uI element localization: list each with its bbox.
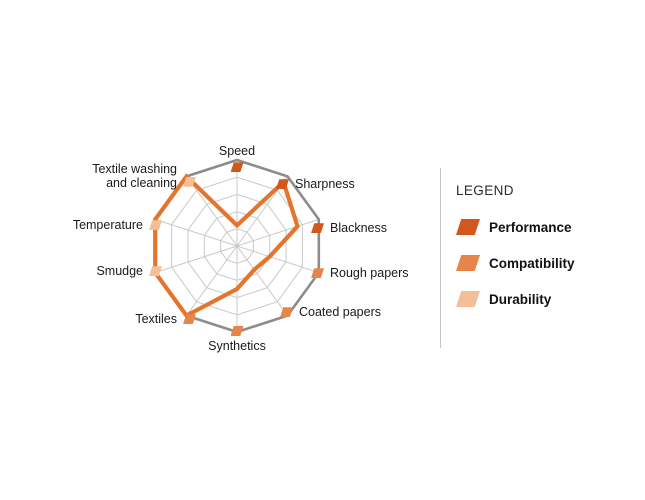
performance-marker-icon xyxy=(276,179,289,190)
axis-label-textile-washing: Textile washing and cleaning xyxy=(78,162,196,191)
performance-marker-icon xyxy=(311,223,324,234)
axis-label-text: Textile washing and cleaning xyxy=(92,162,177,191)
legend-item-label: Compatibility xyxy=(489,255,575,271)
axis-label-text: Blackness xyxy=(330,221,387,235)
compatibility-marker-icon xyxy=(311,268,324,279)
axis-label-textiles: Textiles xyxy=(116,312,196,326)
legend-item-compatibility: Compatibility xyxy=(456,255,575,271)
axis-label-text: Sharpness xyxy=(295,177,355,191)
durability-swatch-icon xyxy=(456,291,480,307)
compatibility-swatch-icon xyxy=(456,255,480,271)
legend-item-performance: Performance xyxy=(456,219,575,235)
axis-label-text: Smudge xyxy=(96,264,143,278)
compatibility-marker-icon xyxy=(230,326,244,336)
legend-item-label: Performance xyxy=(489,219,572,235)
durability-marker-icon xyxy=(149,220,162,231)
compatibility-marker-icon xyxy=(280,307,293,318)
legend-divider xyxy=(440,168,441,348)
axis-label-rough-papers: Rough papers xyxy=(311,266,409,280)
durability-marker-icon xyxy=(149,266,162,277)
axis-label-text: Textiles xyxy=(135,312,177,326)
legend: LEGEND Performance Compatibility Durabil… xyxy=(456,183,575,327)
axis-label-text: Temperature xyxy=(72,218,143,232)
axis-label-text: Synthetics xyxy=(208,339,266,353)
axis-label-sharpness: Sharpness xyxy=(276,177,355,191)
performance-swatch-icon xyxy=(456,219,480,235)
performance-marker-icon xyxy=(230,162,244,173)
axis-label-blackness: Blackness xyxy=(311,221,387,235)
axis-label-text: Coated papers xyxy=(299,305,382,319)
axis-label-text: Rough papers xyxy=(330,266,409,280)
axis-label-synthetics: Synthetics xyxy=(197,326,277,353)
durability-marker-icon xyxy=(183,176,196,187)
legend-title: LEGEND xyxy=(456,183,514,198)
axis-label-temperature: Temperature xyxy=(66,218,162,232)
legend-item-label: Durability xyxy=(489,291,552,307)
compatibility-marker-icon xyxy=(183,314,196,325)
axis-label-text: Speed xyxy=(218,144,256,158)
legend-item-durability: Durability xyxy=(456,291,575,307)
axis-label-coated-papers: Coated papers xyxy=(280,305,381,319)
axis-label-smudge: Smudge xyxy=(84,264,162,278)
axis-label-speed: Speed xyxy=(197,144,277,173)
